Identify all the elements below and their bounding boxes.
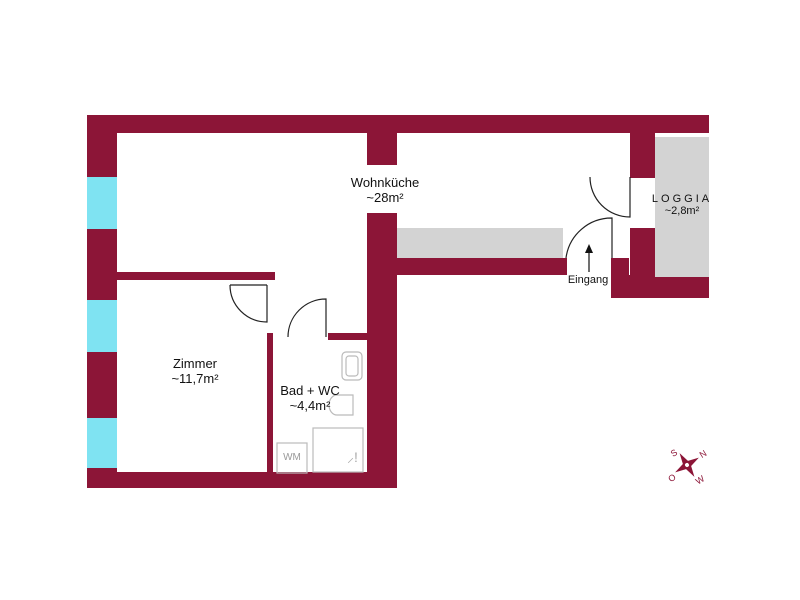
- bathroom-fixtures: [276, 351, 364, 474]
- zimmer-door: [229, 284, 268, 323]
- entrance-door: [565, 217, 613, 259]
- doors: [229, 176, 631, 338]
- loggia-door: [589, 176, 631, 218]
- wohnkueche-label: Wohnküche ~28m²: [330, 175, 440, 205]
- zimmer-name: Zimmer: [172, 356, 218, 371]
- washing-machine: [276, 442, 308, 474]
- loggia-name: LOGGIA: [651, 193, 713, 205]
- windows: [87, 177, 117, 468]
- bad-name: Bad + WC: [280, 383, 340, 398]
- shower: [312, 427, 364, 473]
- compass-rose: [675, 453, 699, 477]
- washing-machine-label: WM: [283, 452, 301, 463]
- bad-area: ~4,4m²: [289, 398, 331, 413]
- shower-drain: ⸝!: [347, 449, 358, 465]
- zimmer-label: Zimmer ~11,7m²: [140, 356, 250, 386]
- bad-label: Bad + WC ~4,4m²: [270, 383, 350, 413]
- wohnkueche-area: ~28m²: [366, 190, 404, 205]
- wohnkueche-name: Wohnküche: [350, 175, 420, 190]
- toilet: [328, 394, 354, 416]
- bad-door: [287, 298, 327, 338]
- walls: [87, 115, 709, 488]
- sink: [341, 351, 363, 381]
- kitchen-counter: [397, 228, 563, 258]
- loggia-floor: [655, 137, 709, 277]
- zimmer-area: ~11,7m²: [171, 371, 219, 386]
- entrance-arrow: [585, 244, 593, 272]
- loggia-label: LOGGIA ~2,8m²: [650, 193, 714, 217]
- entrance-label: Eingang: [567, 274, 609, 286]
- loggia-area: ~2,8m²: [664, 205, 700, 217]
